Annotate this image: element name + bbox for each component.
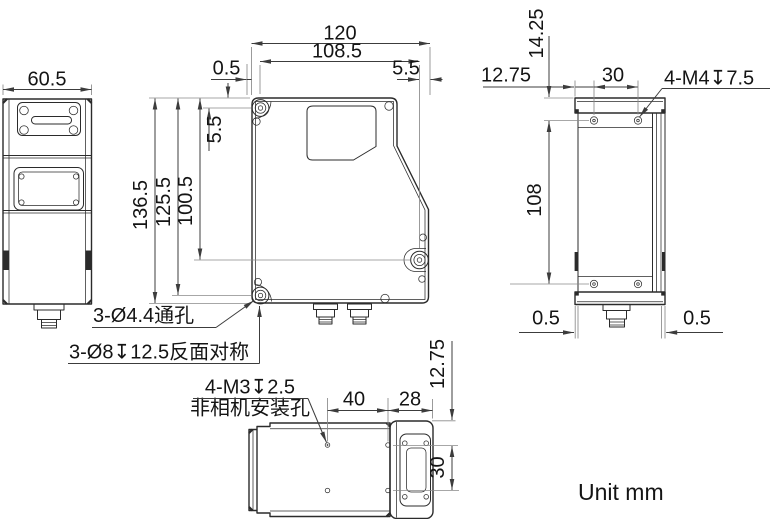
top-flange <box>574 97 666 114</box>
dim-label-12-75: 12.75 <box>481 65 531 87</box>
dim-top-offset: 14.25 <box>526 8 574 99</box>
dim-label-14-25: 14.25 <box>526 8 548 58</box>
mount-hole-right <box>403 233 429 283</box>
dim-label-60-5: 60.5 <box>28 69 67 91</box>
m4-thread-holes <box>589 116 643 289</box>
mount-hole-bottom-left <box>251 278 270 305</box>
corner-chamfer-ticks <box>248 422 391 518</box>
pin-hole-bottom <box>380 293 390 304</box>
dim-label-125-5: 125.5 <box>153 177 175 227</box>
dim-front-face-width: 60.5 <box>2 69 92 95</box>
dim-label-120: 120 <box>323 23 356 45</box>
dim-hole-rows: 30 <box>393 446 459 491</box>
unit-note: Unit mm <box>578 479 664 505</box>
note-through-holes: 3-Ø4.4通孔 <box>92 300 255 328</box>
dim-hole-edge-offset: 12.75 <box>393 339 458 446</box>
dim-hole-span: 30 <box>594 65 639 115</box>
bottom-connector <box>33 303 65 329</box>
io-connector-2 <box>347 303 372 325</box>
dim-overall-height: 136.5 <box>130 97 250 304</box>
bottom-connector <box>602 304 631 328</box>
mount-hole-top-left <box>251 99 270 126</box>
note-label-through-holes: 3-Ø4.4通孔 <box>93 304 194 327</box>
pin-hole-top-right <box>384 101 394 111</box>
note-label-m4: 4-M4↧7.5 <box>664 68 754 90</box>
dim-edge-offset: 0.5 <box>211 58 252 95</box>
dim-hole-to-edge: 28 <box>388 389 433 419</box>
side-latch-notch <box>3 250 10 270</box>
dim-label-5-5-top: 5.5 <box>204 116 226 144</box>
dim-right-hole-height: 100.5 <box>175 98 410 261</box>
dim-label-108: 108 <box>524 183 546 216</box>
note-counterbore-holes: 3-Ø8↧12.5反面对称 <box>68 306 262 364</box>
dim-right-overhang: 0.5 <box>661 306 723 339</box>
note-m4-thread: 4-M4↧7.5 <box>639 68 770 118</box>
dim-label-12-75-bottom: 12.75 <box>427 339 449 389</box>
rear-connector-panel <box>399 433 431 507</box>
bottom-view: 40 28 12.75 30 4-M3↧2.5 非相机安装孔 <box>190 339 459 519</box>
dim-label-30: 30 <box>602 65 624 87</box>
dim-label-0-5-right: 0.5 <box>683 308 711 330</box>
dim-hole-span: 40 <box>327 389 389 442</box>
corner-chamfer-ticks <box>2 98 93 305</box>
note-m3-thread: 4-M3↧2.5 非相机安装孔 <box>190 377 327 443</box>
dim-label-40: 40 <box>343 389 365 411</box>
dim-label-136-5: 136.5 <box>130 180 152 230</box>
side-latch-notch <box>662 252 666 271</box>
bottom-flange <box>574 291 666 306</box>
illuminator-panel <box>17 102 81 136</box>
back-view: 12.75 14.25 30 108 4-M4↧7.5 0 <box>481 8 770 339</box>
lens-window-panel <box>13 167 84 211</box>
dim-right-hole-offset: 5.5 <box>392 58 443 82</box>
dim-top-hole-offset: 5.5 <box>203 83 252 151</box>
side-latch-notch <box>85 250 92 270</box>
m3-thread-holes <box>324 442 391 494</box>
dim-overall-width: 120 <box>251 23 431 95</box>
dim-hole-span: 108.5 <box>259 41 420 248</box>
lens-window <box>306 105 377 161</box>
front-face-view: 60.5 <box>2 69 93 329</box>
dim-lower-hole-height: 125.5 <box>153 98 251 296</box>
dim-label-0-5: 0.5 <box>213 58 241 80</box>
illuminator-slot <box>31 116 72 125</box>
note-label-m3-caption: 非相机安装孔 <box>190 397 310 420</box>
dim-label-100-5: 100.5 <box>175 176 197 226</box>
side-profile-outline <box>251 97 430 304</box>
side-latch-notch <box>574 252 578 271</box>
dim-hole-rows: 108 <box>510 120 589 285</box>
dim-label-5-5-right: 5.5 <box>392 58 420 80</box>
dim-label-30-bottom: 30 <box>427 456 449 478</box>
io-connector-1 <box>313 303 338 325</box>
side-profile-view: 120 108.5 0.5 5.5 5.5 <box>68 23 443 364</box>
dim-hole-edge-offset: 12.75 <box>481 65 595 115</box>
note-label-m3: 4-M3↧2.5 <box>205 377 295 399</box>
dim-left-overhang: 0.5 <box>519 306 579 339</box>
bottom-body-outline <box>256 422 391 518</box>
note-label-counterbore: 3-Ø8↧12.5反面对称 <box>69 341 249 364</box>
dim-label-0-5-left: 0.5 <box>532 308 560 330</box>
dim-label-28: 28 <box>399 389 421 411</box>
dim-label-108-5: 108.5 <box>312 41 362 63</box>
